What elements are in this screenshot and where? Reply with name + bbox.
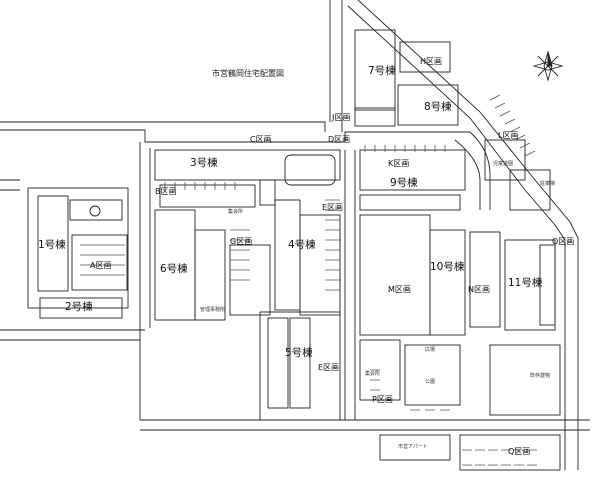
area-label-k: K区画 bbox=[388, 159, 410, 168]
building-label-11: 11号棟 bbox=[508, 277, 543, 289]
building-label-10: 10号棟 bbox=[430, 261, 465, 273]
area-label-q: Q区画 bbox=[508, 447, 531, 456]
block-g bbox=[359, 339, 561, 471]
facility-label-kanri: 管理事務所 bbox=[200, 307, 226, 313]
building-label-7: 7号棟 bbox=[368, 65, 396, 77]
building-label-8: 8号棟 bbox=[424, 101, 452, 113]
block-d bbox=[354, 29, 459, 127]
building-label-6: 6号棟 bbox=[160, 263, 188, 275]
building-label-5: 5号棟 bbox=[285, 347, 313, 359]
area-label-c: C区画 bbox=[250, 135, 272, 144]
area-label-e1: E区画 bbox=[322, 203, 344, 212]
facility-label-existing: 既存建物 bbox=[530, 373, 551, 379]
area-label-d: D区画 bbox=[328, 135, 351, 144]
building-label-9: 9号棟 bbox=[390, 177, 418, 189]
building-label-3: 3号棟 bbox=[190, 157, 218, 169]
road-network bbox=[0, 0, 590, 470]
area-label-h: H区画 bbox=[420, 57, 443, 66]
block-b bbox=[154, 149, 341, 321]
area-label-p: P区画 bbox=[372, 395, 393, 404]
facility-label-apt: 市営アパート bbox=[398, 444, 428, 450]
area-label-o: O区画 bbox=[552, 237, 575, 246]
facility-label-plaza: 広場 bbox=[425, 347, 436, 353]
facility-label-park: 公園 bbox=[425, 379, 436, 385]
facility-label-jidou: 児童遊園 bbox=[493, 161, 514, 167]
building-label-2: 2号棟 bbox=[65, 301, 93, 313]
parking-stalls bbox=[80, 94, 537, 466]
area-label-g: G区画 bbox=[230, 237, 253, 246]
area-label-e2: E区画 bbox=[318, 363, 340, 372]
facility-label-shukai-1: 集会所 bbox=[228, 209, 244, 215]
building-label-4: 4号棟 bbox=[288, 239, 316, 251]
area-label-m: M区画 bbox=[388, 285, 411, 294]
block-a bbox=[27, 187, 129, 319]
area-label-j: J区画 bbox=[332, 113, 351, 122]
block-e bbox=[359, 139, 551, 211]
block-f bbox=[359, 214, 556, 336]
area-label-n: N区画 bbox=[468, 285, 490, 294]
area-label-b: B区画 bbox=[155, 187, 177, 196]
facility-label-parking: 駐車場 bbox=[540, 181, 556, 187]
north-arrow-icon bbox=[532, 50, 564, 82]
area-label-l: L区画 bbox=[498, 131, 519, 140]
map-title: 市営鶴岡住宅配置図 bbox=[212, 69, 284, 78]
block-c bbox=[259, 311, 341, 421]
facility-label-shukai-2: 集会所 bbox=[365, 371, 381, 377]
area-label-a: A区画 bbox=[90, 261, 112, 270]
building-label-1: 1号棟 bbox=[38, 239, 66, 251]
